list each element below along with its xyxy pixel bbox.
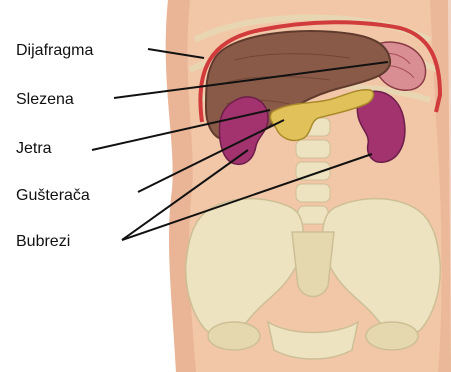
label-liver: Jetra (16, 140, 52, 157)
label-kidneys: Bubrezi (16, 233, 70, 250)
label-pancreas: Gušterača (16, 187, 90, 204)
label-spleen: Slezena (16, 91, 74, 108)
label-diaphragm: Dijafragma (16, 42, 93, 59)
